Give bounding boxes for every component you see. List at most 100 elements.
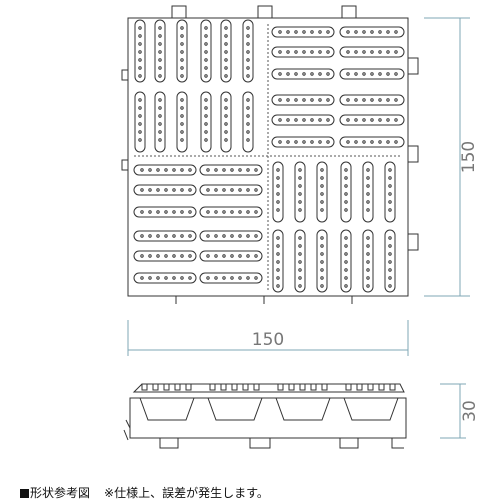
slot-hole (140, 210, 144, 214)
vertical-slot (242, 91, 254, 153)
height-dimension: 150 (424, 17, 479, 297)
slot-hole (164, 276, 168, 280)
slot-hole (320, 252, 324, 256)
slot-hole (320, 268, 324, 272)
side-stud (253, 383, 260, 391)
horizontal-slot (271, 114, 335, 126)
slot-hole (156, 168, 160, 172)
slot-hole (164, 168, 168, 172)
slot-hole (344, 284, 348, 288)
slot-hole (246, 188, 250, 192)
side-arch (343, 397, 399, 421)
slot-hole (158, 114, 162, 118)
slot-hole (298, 208, 302, 212)
slot-hole (298, 184, 302, 188)
slot-hole (204, 106, 208, 110)
slot-hole (386, 140, 390, 144)
vertical-slot (362, 229, 374, 293)
slot-hole (204, 74, 208, 78)
slot-hole (320, 200, 324, 204)
slot-hole (320, 192, 324, 196)
slot-hole (204, 114, 208, 118)
vertical-slot (176, 91, 188, 153)
connector-tab-right (408, 57, 419, 251)
slot-hole (346, 118, 350, 122)
vertical-slot (134, 91, 146, 153)
slot-hole (388, 208, 392, 212)
horizontal-slot (339, 136, 405, 148)
slot-hole (158, 66, 162, 70)
slot-hole (326, 50, 330, 54)
slot-hole (180, 50, 184, 54)
slot-hole (140, 276, 144, 280)
slot-hole (388, 276, 392, 280)
slot-hole (156, 210, 160, 214)
side-stud (209, 383, 216, 391)
slot-hole (148, 168, 152, 172)
slot-hole (238, 210, 242, 214)
slot-hole (164, 234, 168, 238)
side-stud (321, 383, 328, 391)
slot-hole (204, 66, 208, 70)
slot-hole (320, 284, 324, 288)
slot-hole (298, 168, 302, 172)
slot-hole (204, 42, 208, 46)
slot-hole (366, 260, 370, 264)
slot-hole (318, 50, 322, 54)
slot-hole (180, 98, 184, 102)
slot-hole (246, 34, 250, 38)
horizontal-slot (339, 68, 405, 80)
side-arch (207, 397, 263, 421)
vertical-slot (242, 19, 254, 83)
slot-hole (158, 26, 162, 30)
slot-hole (378, 98, 382, 102)
slot-hole (276, 176, 280, 180)
vertical-slot (154, 91, 166, 153)
slot-hole (224, 114, 228, 118)
slot-hole (320, 276, 324, 280)
slot-hole (138, 98, 142, 102)
slot-hole (158, 74, 162, 78)
slot-hole (394, 30, 398, 34)
slot-hole (180, 130, 184, 134)
slot-hole (158, 58, 162, 62)
width-label: 150 (252, 330, 284, 350)
slot-hole (366, 284, 370, 288)
horizontal-slot (199, 164, 263, 176)
slot-hole (394, 50, 398, 54)
slot-hole (298, 244, 302, 248)
vertical-slot (200, 19, 212, 83)
slot-hole (246, 50, 250, 54)
slot-hole (320, 260, 324, 264)
horizontal-slot (133, 184, 197, 196)
slot-hole (180, 122, 184, 126)
slot-hole (386, 30, 390, 34)
vertical-slot (154, 19, 166, 83)
slot-hole (298, 276, 302, 280)
slot-hole (318, 140, 322, 144)
horizontal-slot (271, 26, 335, 38)
slot-hole (180, 106, 184, 110)
slot-hole (222, 188, 226, 192)
slot-hole (370, 30, 374, 34)
slot-hole (222, 210, 226, 214)
slot-hole (366, 192, 370, 196)
slot-hole (276, 276, 280, 280)
side-stud (152, 383, 159, 391)
vertical-slot (316, 161, 328, 223)
slot-hole (238, 254, 242, 258)
slot-hole (222, 234, 226, 238)
slot-hole (344, 276, 348, 280)
side-view (123, 383, 407, 449)
slot-hole (318, 72, 322, 76)
slot-hole (158, 106, 162, 110)
slot-hole (318, 118, 322, 122)
slot-hole (158, 50, 162, 54)
vertical-slot (340, 229, 352, 293)
figure-caption: 形状参考図※仕様上、誤差が発生します。 (20, 484, 269, 501)
slot-hole (286, 118, 290, 122)
slot-hole (276, 192, 280, 196)
slot-hole (344, 168, 348, 172)
slot-hole (294, 118, 298, 122)
